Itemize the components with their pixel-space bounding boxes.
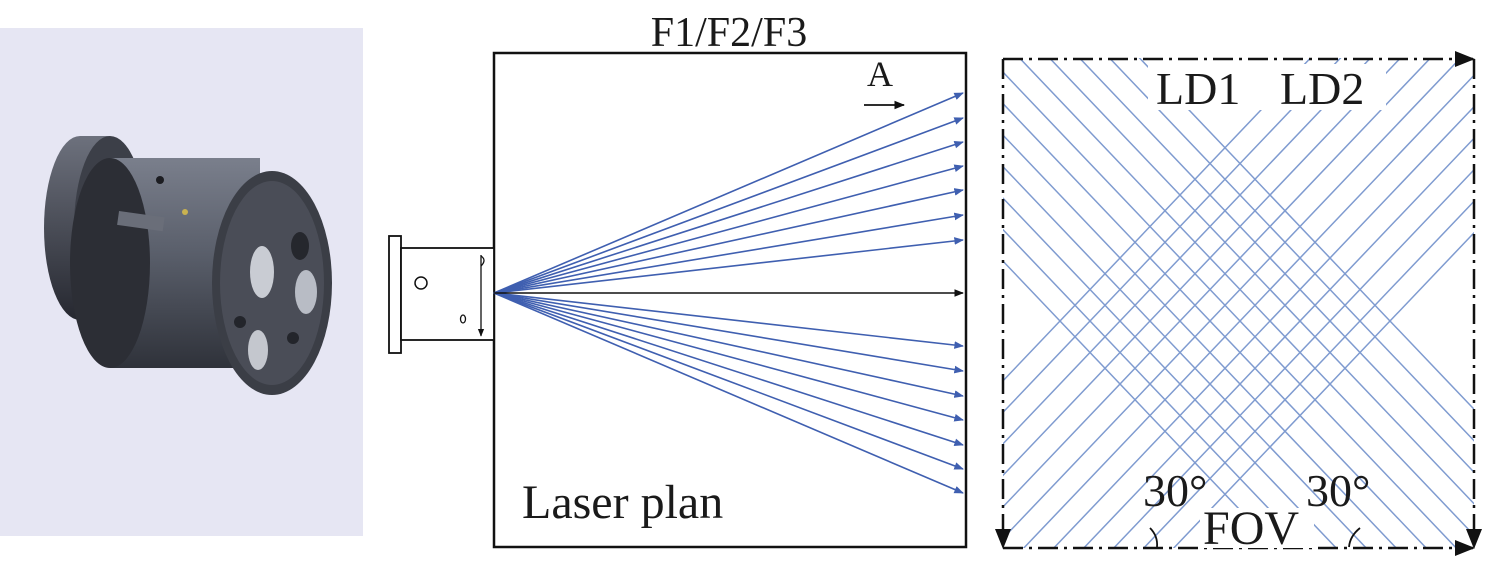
laser-ray — [493, 188, 964, 294]
ld1-line — [1003, 102, 1428, 548]
ld1-line — [1138, 58, 1474, 411]
lens-icon — [295, 270, 317, 314]
ld1-line — [1108, 58, 1474, 442]
angle-right-arc — [1348, 527, 1361, 548]
plan-title: F1/F2/F3 — [651, 10, 807, 56]
plan-caption: Laser plan — [522, 476, 723, 529]
ld1-line — [1003, 134, 1398, 548]
angle-left-label: 30° — [1143, 465, 1207, 516]
lens-icon — [250, 246, 274, 298]
laser-ray — [493, 292, 964, 349]
ld1-line — [1018, 58, 1474, 537]
ld2-line — [1003, 58, 1312, 382]
direction-label: A — [867, 54, 893, 94]
ld1-line — [1048, 58, 1474, 505]
laser-ray-fan — [493, 92, 964, 494]
laser-projector-photo-icon — [44, 136, 332, 395]
lens-icon — [291, 232, 309, 260]
ld1-line — [1003, 165, 1368, 548]
ld2-line — [1003, 58, 1462, 540]
fov-line-grid — [1003, 58, 1474, 548]
ld2-line — [1082, 137, 1474, 548]
laser-plan-frame — [492, 51, 968, 549]
laser-ray — [493, 292, 964, 398]
device-photo-panel — [0, 28, 363, 536]
ld1-label: LD1 — [1156, 63, 1240, 114]
laser-ray — [493, 292, 964, 470]
ld2-line — [1172, 231, 1474, 548]
ld2-line — [1003, 58, 1402, 477]
ld1-line — [1003, 260, 1278, 548]
laser-ray — [493, 117, 964, 294]
angle-right-label: 30° — [1306, 465, 1370, 516]
lens-icon — [248, 330, 268, 370]
ld2-line — [1112, 168, 1474, 548]
ld2-line — [1142, 200, 1474, 548]
ld2-line — [1022, 74, 1474, 548]
laser-ray — [493, 292, 964, 446]
ld-label-backing — [1148, 64, 1386, 110]
ld2-line — [1003, 58, 1432, 508]
ld2-label: LD2 — [1280, 63, 1364, 114]
fov-caption: FOV — [1203, 502, 1299, 555]
laser-plan-panel: F1/F2/F3 A Laser plan — [388, 10, 968, 549]
laser-ray — [493, 164, 964, 294]
ld2-line — [1052, 105, 1474, 548]
ld2-line — [1003, 58, 1372, 445]
laser-ray — [493, 237, 964, 294]
angle-left-arc — [1149, 527, 1159, 548]
ld1-line — [1003, 71, 1458, 548]
ld1-line — [1078, 58, 1474, 474]
laser-ray — [493, 212, 964, 294]
laser-ray — [493, 140, 964, 294]
fov-frame — [995, 51, 1482, 556]
ld1-line — [1003, 228, 1308, 548]
laser-ray — [493, 92, 964, 294]
ld2-line — [1003, 58, 1342, 414]
fov-panel: LD1 LD2 30° 30° FOV — [995, 51, 1482, 556]
ld1-line — [1003, 197, 1338, 548]
laser-emitter-icon — [388, 235, 495, 354]
laser-ray — [493, 292, 964, 494]
laser-ray — [493, 292, 964, 422]
laser-ray — [493, 292, 964, 374]
fov-caption-backing — [1200, 508, 1314, 548]
